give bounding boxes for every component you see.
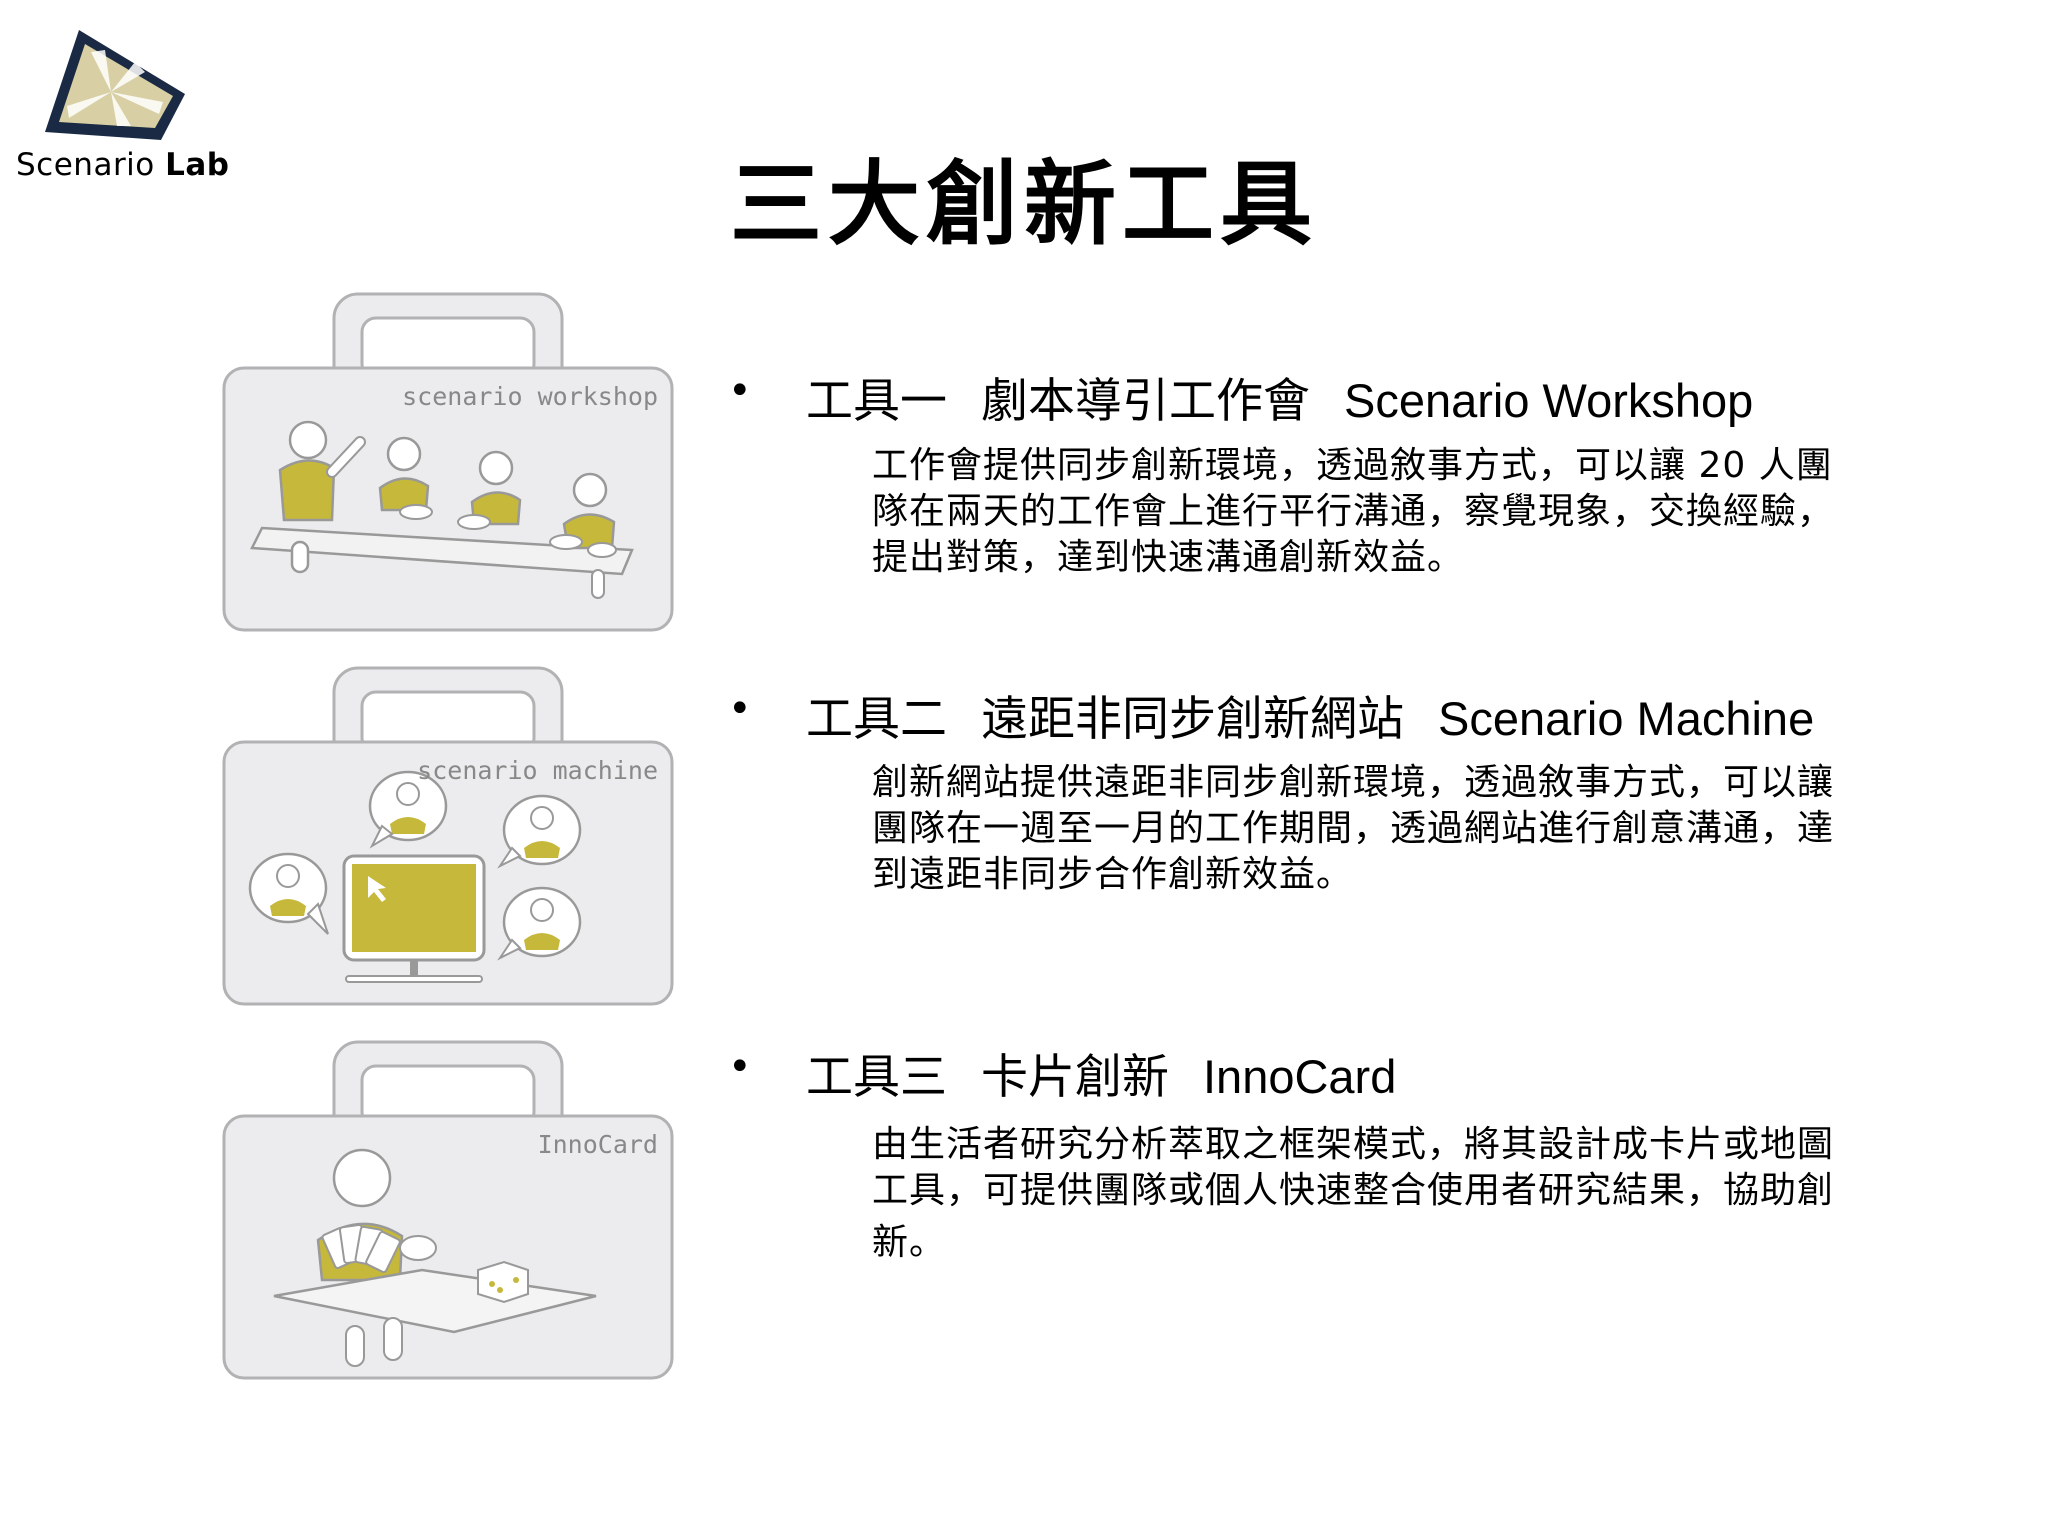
bag-illustration-innocard: InnoCard (222, 1040, 674, 1380)
bag-illustration-machine: scenario machine (222, 666, 674, 1006)
bag-label: scenario workshop (402, 382, 658, 411)
bag-label: InnoCard (537, 1130, 658, 1159)
tool-number: 工具二 (806, 692, 947, 747)
logo-wordmark: Scenario Lab (16, 147, 230, 183)
description-line: 隊在兩天的工作會上進行平行溝通，察覺現象，交換經驗， (872, 491, 1835, 532)
tool-name-zh: 遠距非同步創新網站 (981, 692, 1404, 747)
tool-heading-3: 工具三卡片創新 InnoCard (806, 1038, 1396, 1107)
description-line: 創新網站提供遠距非同步創新環境，透過敘事方式，可以讓 (872, 762, 1835, 803)
page-title: 三大創新工具 (729, 151, 1318, 258)
description-line: 提出對策，達到快速溝通創新效益。 (872, 537, 1465, 578)
tool-heading-1: 工具一劇本導引工作會 Scenario Workshop (806, 362, 1753, 431)
tool-name-en: InnoCard (1203, 1050, 1397, 1103)
logo-bold-word: Lab (165, 147, 230, 183)
tool-name-en: Scenario Machine (1438, 692, 1815, 745)
tool-number: 工具三 (806, 1050, 947, 1105)
description-line: 由生活者研究分析萃取之框架模式，將其設計成卡片或地圖 (872, 1124, 1835, 1165)
tool-description-3: 由生活者研究分析萃取之框架模式，將其設計成卡片或地圖 工具，可提供團隊或個人快速… (872, 1122, 1942, 1266)
tool-heading-2: 工具二遠距非同步創新網站 Scenario Machine (806, 680, 1814, 749)
bag-illustration-workshop: scenario workshop (222, 292, 674, 632)
description-line: 團隊在一週至一月的工作期間，透過網站進行創意溝通，達 (872, 808, 1835, 849)
tool-description-1: 工作會提供同步創新環境，透過敘事方式，可以讓 20 人團 隊在兩天的工作會上進行… (872, 443, 1942, 581)
avatar-bubble (248, 852, 329, 935)
avatar-bubble (497, 794, 582, 869)
description-line: 到遠距非同步合作創新效益。 (872, 854, 1354, 895)
description-line: 工作會提供同步創新環境，透過敘事方式，可以讓 20 人團 (872, 445, 1833, 486)
avatar-bubble (368, 770, 448, 849)
bag-label: scenario machine (417, 756, 658, 785)
tool-name-en: Scenario Workshop (1344, 374, 1754, 427)
bullet: • (728, 1044, 752, 1090)
tool-name-zh: 卡片創新 (981, 1050, 1169, 1105)
tool-name-zh: 劇本導引工作會 (981, 374, 1310, 429)
avatar-bubble (497, 886, 582, 961)
tool-number: 工具一 (806, 374, 947, 429)
bullet: • (728, 686, 752, 732)
logo-word: Scenario (16, 147, 155, 183)
description-line: 新。 (872, 1222, 947, 1263)
description-line: 工具，可提供團隊或個人快速整合使用者研究結果，協助創 (872, 1170, 1835, 1211)
bullet: • (728, 368, 752, 414)
scenario-lab-logo: Scenario Lab (10, 22, 229, 192)
tool-description-2: 創新網站提供遠距非同步創新環境，透過敘事方式，可以讓 團隊在一週至一月的工作期間… (872, 760, 1942, 898)
scenario-lab-logo-icon (45, 30, 185, 140)
